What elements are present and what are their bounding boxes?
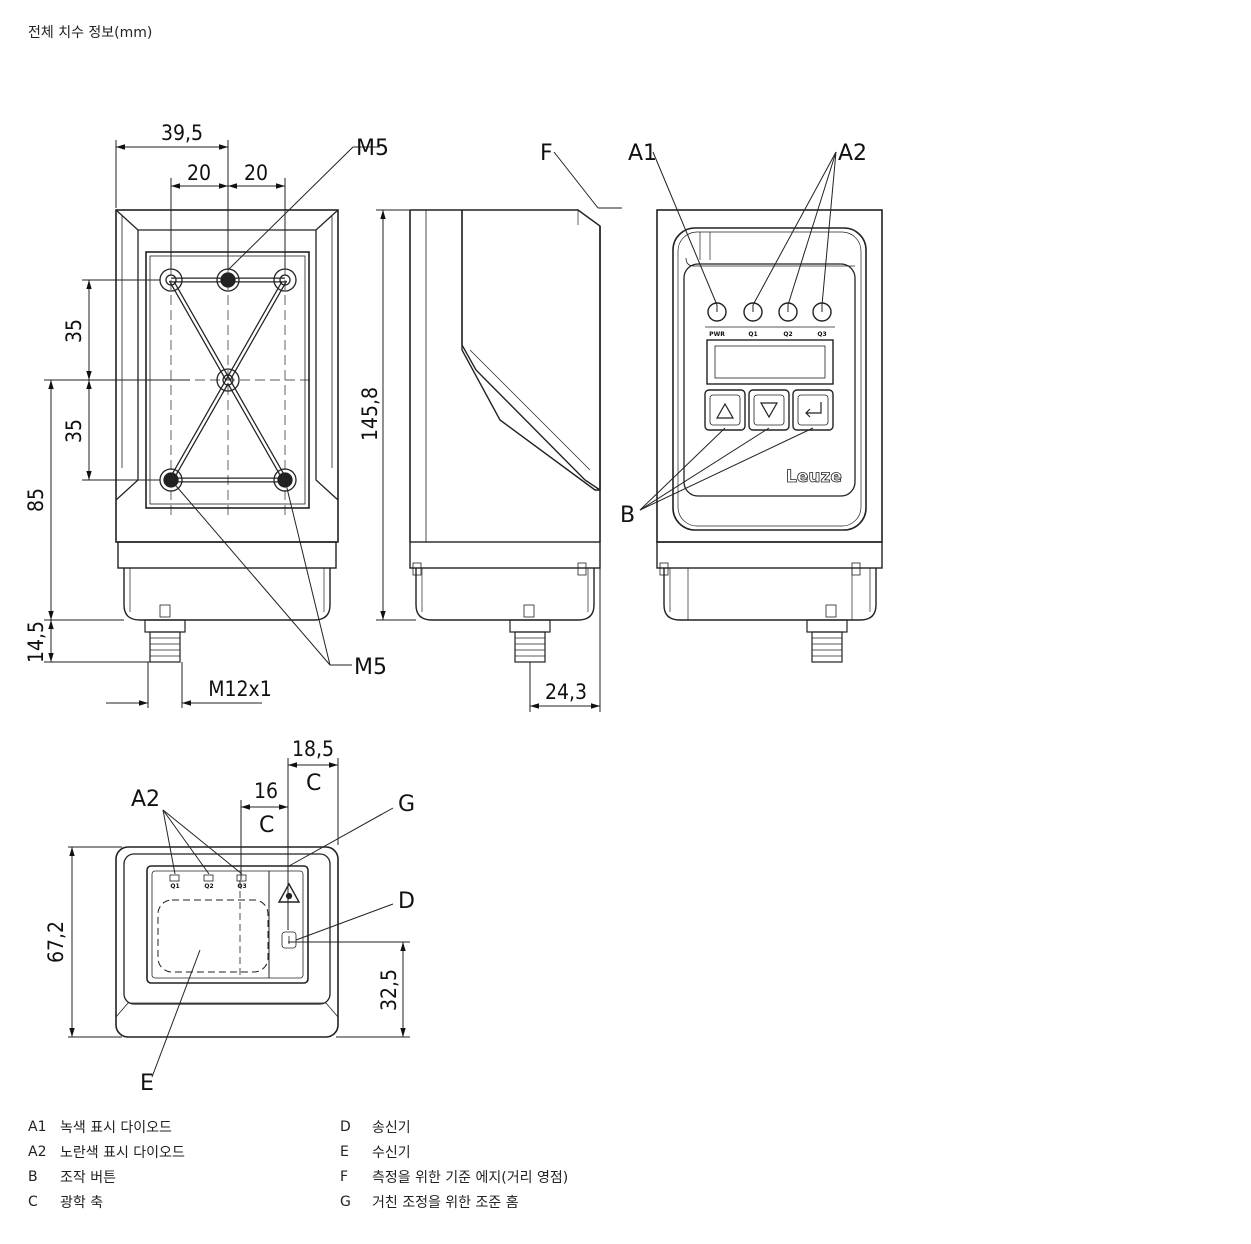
callout-c-outer: C bbox=[306, 771, 321, 796]
display-window bbox=[706, 339, 834, 385]
dim-32-5: 32,5 bbox=[377, 969, 401, 1011]
dim-m12x1: M12x1 bbox=[208, 677, 272, 701]
side-view-dimensions bbox=[376, 151, 622, 712]
front-view: PWR Q1 Q2 Q3 Leuze bbox=[656, 209, 883, 663]
dim-35-lower: 35 bbox=[62, 419, 86, 443]
led-label-pwr: PWR bbox=[709, 331, 725, 338]
optics-view: Q1 Q2 Q3 bbox=[115, 846, 339, 1038]
callout-e: E bbox=[140, 1071, 154, 1096]
callout-f: F bbox=[540, 141, 553, 166]
brand-logo: Leuze bbox=[786, 467, 842, 487]
dim-16: 16 bbox=[254, 779, 278, 803]
dim-67-2: 67,2 bbox=[44, 921, 68, 963]
dim-24-3: 24,3 bbox=[545, 680, 587, 704]
laser-warning-icon bbox=[277, 882, 301, 903]
callout-a2-side: A2 bbox=[838, 141, 867, 166]
dim-85: 85 bbox=[24, 488, 48, 512]
dim-39-5: 39,5 bbox=[161, 121, 203, 145]
window-led-q1: Q1 bbox=[170, 883, 179, 890]
dim-20-left: 20 bbox=[187, 161, 211, 185]
callout-m5-top: M5 bbox=[356, 136, 389, 161]
callout-d: D bbox=[398, 889, 415, 914]
led-label-q2: Q2 bbox=[783, 331, 792, 338]
operating-buttons bbox=[704, 389, 834, 431]
window-led-q2: Q2 bbox=[204, 883, 213, 890]
callout-m5-bottom: M5 bbox=[354, 655, 387, 680]
callout-a2-front: A2 bbox=[131, 787, 160, 812]
side-view bbox=[409, 209, 601, 663]
window-led-q3: Q3 bbox=[237, 883, 246, 890]
dim-20-right: 20 bbox=[244, 161, 268, 185]
dim-145-8: 145,8 bbox=[358, 387, 382, 441]
back-view bbox=[115, 209, 339, 663]
led-label-q1: Q1 bbox=[748, 331, 757, 338]
status-leds bbox=[707, 302, 832, 322]
callout-a1: A1 bbox=[628, 141, 657, 166]
callout-g: G bbox=[398, 792, 415, 817]
led-label-q3: Q3 bbox=[817, 331, 826, 338]
callout-c-inner: C bbox=[259, 813, 274, 838]
callout-b: B bbox=[620, 503, 635, 528]
dim-35-upper: 35 bbox=[62, 319, 86, 343]
back-view-dimensions bbox=[44, 140, 380, 708]
dim-18-5: 18,5 bbox=[292, 737, 334, 761]
dim-14-5: 14,5 bbox=[24, 621, 48, 663]
front-view-leaders bbox=[639, 151, 837, 511]
page-title: 전체 치수 정보(mm) bbox=[28, 25, 153, 41]
optics-view-dimensions bbox=[68, 758, 410, 1078]
